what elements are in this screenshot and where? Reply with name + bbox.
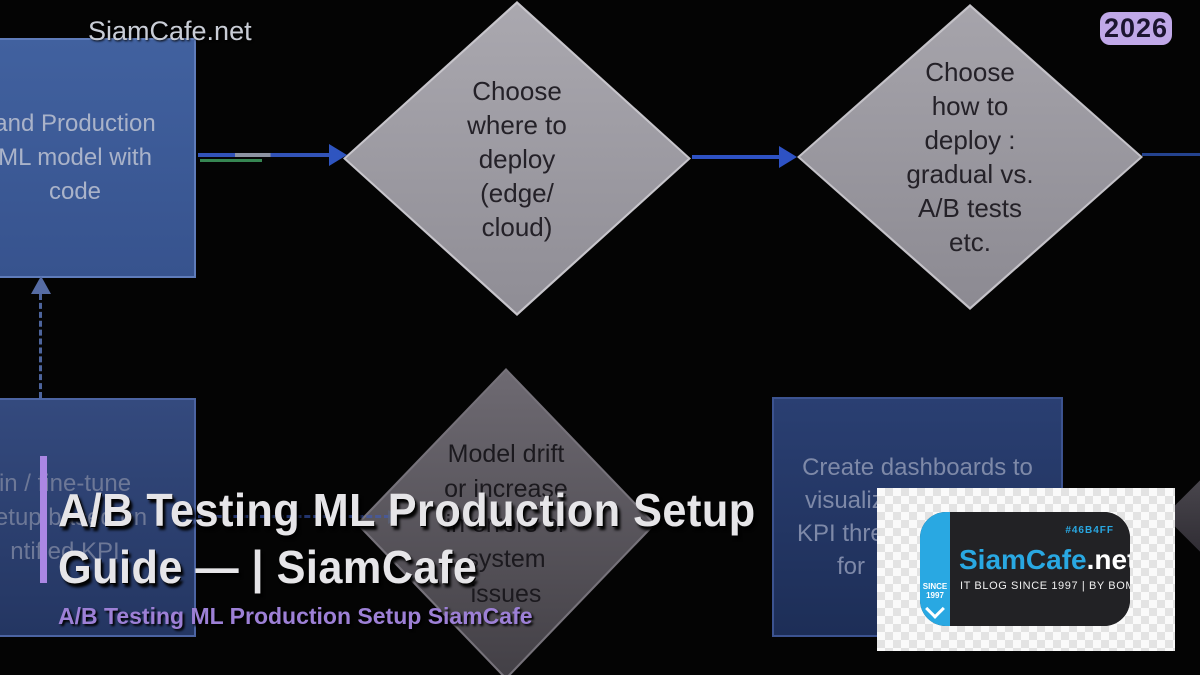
flow-diamond-choose-where: Choose where to deploy (edge/ cloud) [343, 1, 691, 316]
text-line: (edge/ [480, 177, 554, 208]
text-line: and Production [0, 110, 156, 137]
flow-box-text: in / fine-tune setup based on ntified KP… [0, 400, 196, 635]
ribbon-since-label: SINCE 1997 [920, 582, 950, 600]
arrowhead-right-icon [388, 510, 400, 524]
text-line: in errors or [445, 509, 567, 538]
text-line: etc. [949, 227, 991, 257]
text-line: code [48, 178, 102, 205]
text-line: issues [470, 579, 542, 608]
page-title-line2: Guide — | SiamCafe [58, 541, 478, 593]
text-line: Choose [925, 57, 1015, 87]
arrow-line-exit-right [1142, 153, 1200, 156]
text-line: where to [467, 109, 567, 140]
text-line: how to [931, 91, 1009, 121]
text-line: gradual vs. [906, 159, 1034, 189]
year-badge: 2026 [1100, 12, 1172, 45]
text-line: Model drift [447, 439, 565, 468]
flow-box-fine-tune: in / fine-tune setup based on ntified KP… [0, 398, 196, 637]
brand-name-suffix: .net [1086, 544, 1130, 575]
siamcafe-logo-card: SINCE 1997 #46B4FF SiamCafe.net IT BLOG … [877, 488, 1175, 651]
chevron-down-icon [925, 599, 945, 619]
text-line: cloud) [481, 211, 553, 242]
text-line: ML model with [0, 144, 152, 171]
text-line: Create dashboards to [802, 454, 1033, 481]
brand-name: SiamCafe.net [959, 544, 1130, 576]
text-line: for [837, 553, 866, 580]
dashed-arrow-line-up [39, 294, 42, 398]
page-title-line1: A/B Testing ML Production Setup [58, 484, 756, 536]
text-line: deploy [478, 143, 556, 174]
flow-diamond-text: Model drift or increase in errors or sys… [356, 368, 656, 675]
siamcafe-logo-pill: SINCE 1997 #46B4FF SiamCafe.net IT BLOG … [920, 512, 1130, 626]
arrowhead-right-icon [329, 144, 347, 166]
text-line: deploy : [924, 125, 1016, 155]
dashed-arrow-line-to-drift [198, 515, 390, 518]
text-line: Choose [472, 75, 562, 106]
text-line: A/B tests [917, 193, 1023, 223]
arrow-green-segment [200, 159, 262, 162]
arrow-line-where-to-how [692, 155, 782, 159]
arrowhead-right-icon [779, 146, 797, 168]
flow-box-production-model: and Production ML model with code [0, 38, 196, 278]
flow-diamond-choose-how: Choose how to deploy : gradual vs. A/B t… [797, 4, 1143, 310]
flow-box-text: and Production ML model with code [0, 40, 196, 276]
text-line: in / fine-tune [0, 469, 132, 497]
text-line: ntified KPI [10, 537, 120, 565]
flow-diamond-text: Choose where to deploy (edge/ cloud) [343, 1, 691, 316]
logo-body: #46B4FF SiamCafe.net IT BLOG SINCE 1997 … [950, 512, 1130, 626]
text-line: 1997 [926, 591, 944, 600]
title-accent-bar [40, 456, 47, 583]
watermark-text: SiamCafe.net [88, 16, 252, 46]
arrow-line-box-to-where [198, 153, 330, 157]
text-line: SINCE [922, 582, 948, 591]
text-line: or increase [444, 474, 568, 503]
flow-diamond-text: Choose how to deploy : gradual vs. A/B t… [797, 4, 1143, 310]
arrowhead-up-icon [31, 276, 51, 294]
logo-ribbon: SINCE 1997 [920, 512, 950, 626]
brand-tagline: IT BLOG SINCE 1997 | BY BOM [960, 580, 1130, 592]
text-line: setup based on [0, 503, 148, 531]
text-line: system [466, 544, 546, 573]
brand-hex-color-label: #46B4FF [1065, 525, 1114, 536]
page-subtitle: A/B Testing ML Production Setup SiamCafe [58, 603, 533, 629]
brand-name-primary: SiamCafe [959, 544, 1087, 575]
